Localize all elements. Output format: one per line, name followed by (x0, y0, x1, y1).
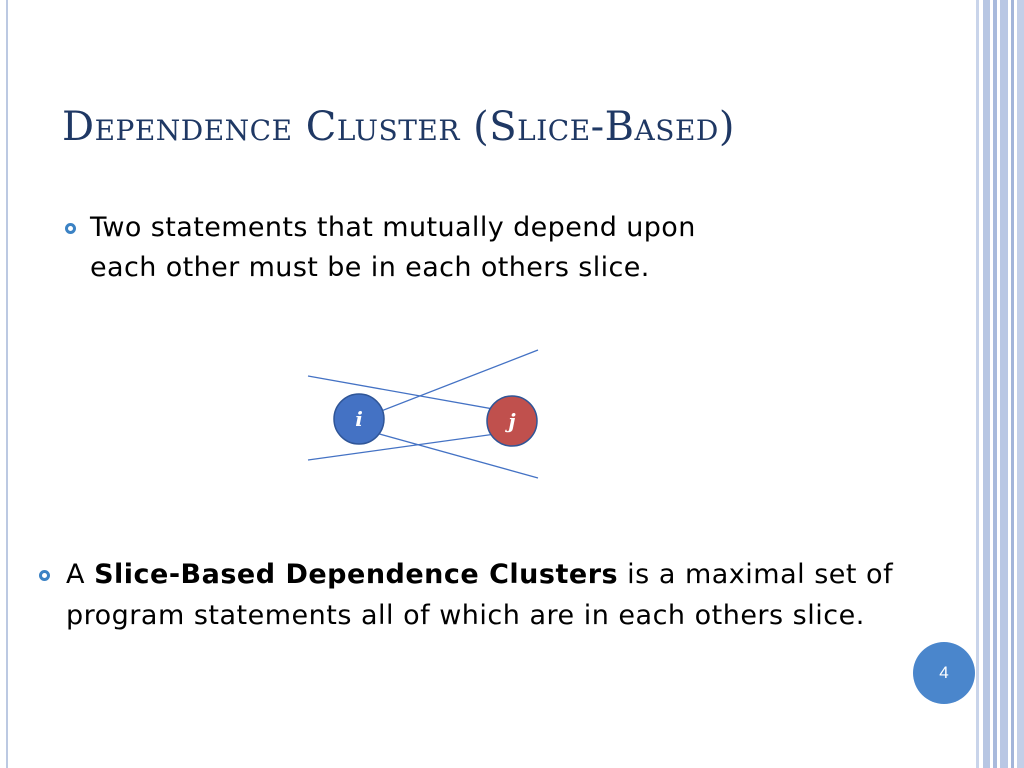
decorative-stripe (983, 0, 990, 768)
node-i: i (333, 393, 385, 445)
bullet-text: A Slice-Based Dependence Clusters is a m… (66, 554, 919, 636)
left-border (6, 0, 8, 768)
decorative-stripe (993, 0, 997, 768)
bullet-line: Two statements that mutually depend upon (90, 212, 696, 243)
edge-line (307, 375, 511, 413)
node-i-label: i (355, 407, 363, 431)
bullet-line: each other must be in each others slice. (90, 252, 650, 283)
page-number-badge: 4 (913, 642, 975, 704)
decorative-stripe (1011, 0, 1014, 768)
dependence-diagram: i j (307, 349, 539, 479)
bullet-text: Two statements that mutually depend upon… (90, 208, 696, 288)
bullet-ring-icon (39, 570, 50, 581)
edge-line (307, 431, 511, 461)
decorative-stripe (1017, 0, 1024, 768)
slide-title: Dependence Cluster (Slice-Based) (62, 104, 735, 150)
page-number: 4 (939, 663, 949, 682)
bullet-prefix: A (66, 559, 95, 590)
decorative-stripe (976, 0, 979, 768)
edge-line (357, 427, 539, 479)
node-i-circle (333, 393, 385, 445)
decorative-stripe (1000, 0, 1008, 768)
bold-term: Slice-Based Dependence Clusters (94, 559, 619, 590)
edge-line (357, 349, 539, 421)
bullet-rest: is a maximal set of program statements a… (66, 559, 894, 631)
node-j-circle (486, 395, 538, 447)
bullet-ring-icon (65, 223, 76, 234)
bullet-mutual-dependence: Two statements that mutually depend upon… (65, 208, 845, 288)
node-j: j (486, 395, 538, 447)
bullet-cluster-definition: A Slice-Based Dependence Clusters is a m… (39, 554, 919, 636)
